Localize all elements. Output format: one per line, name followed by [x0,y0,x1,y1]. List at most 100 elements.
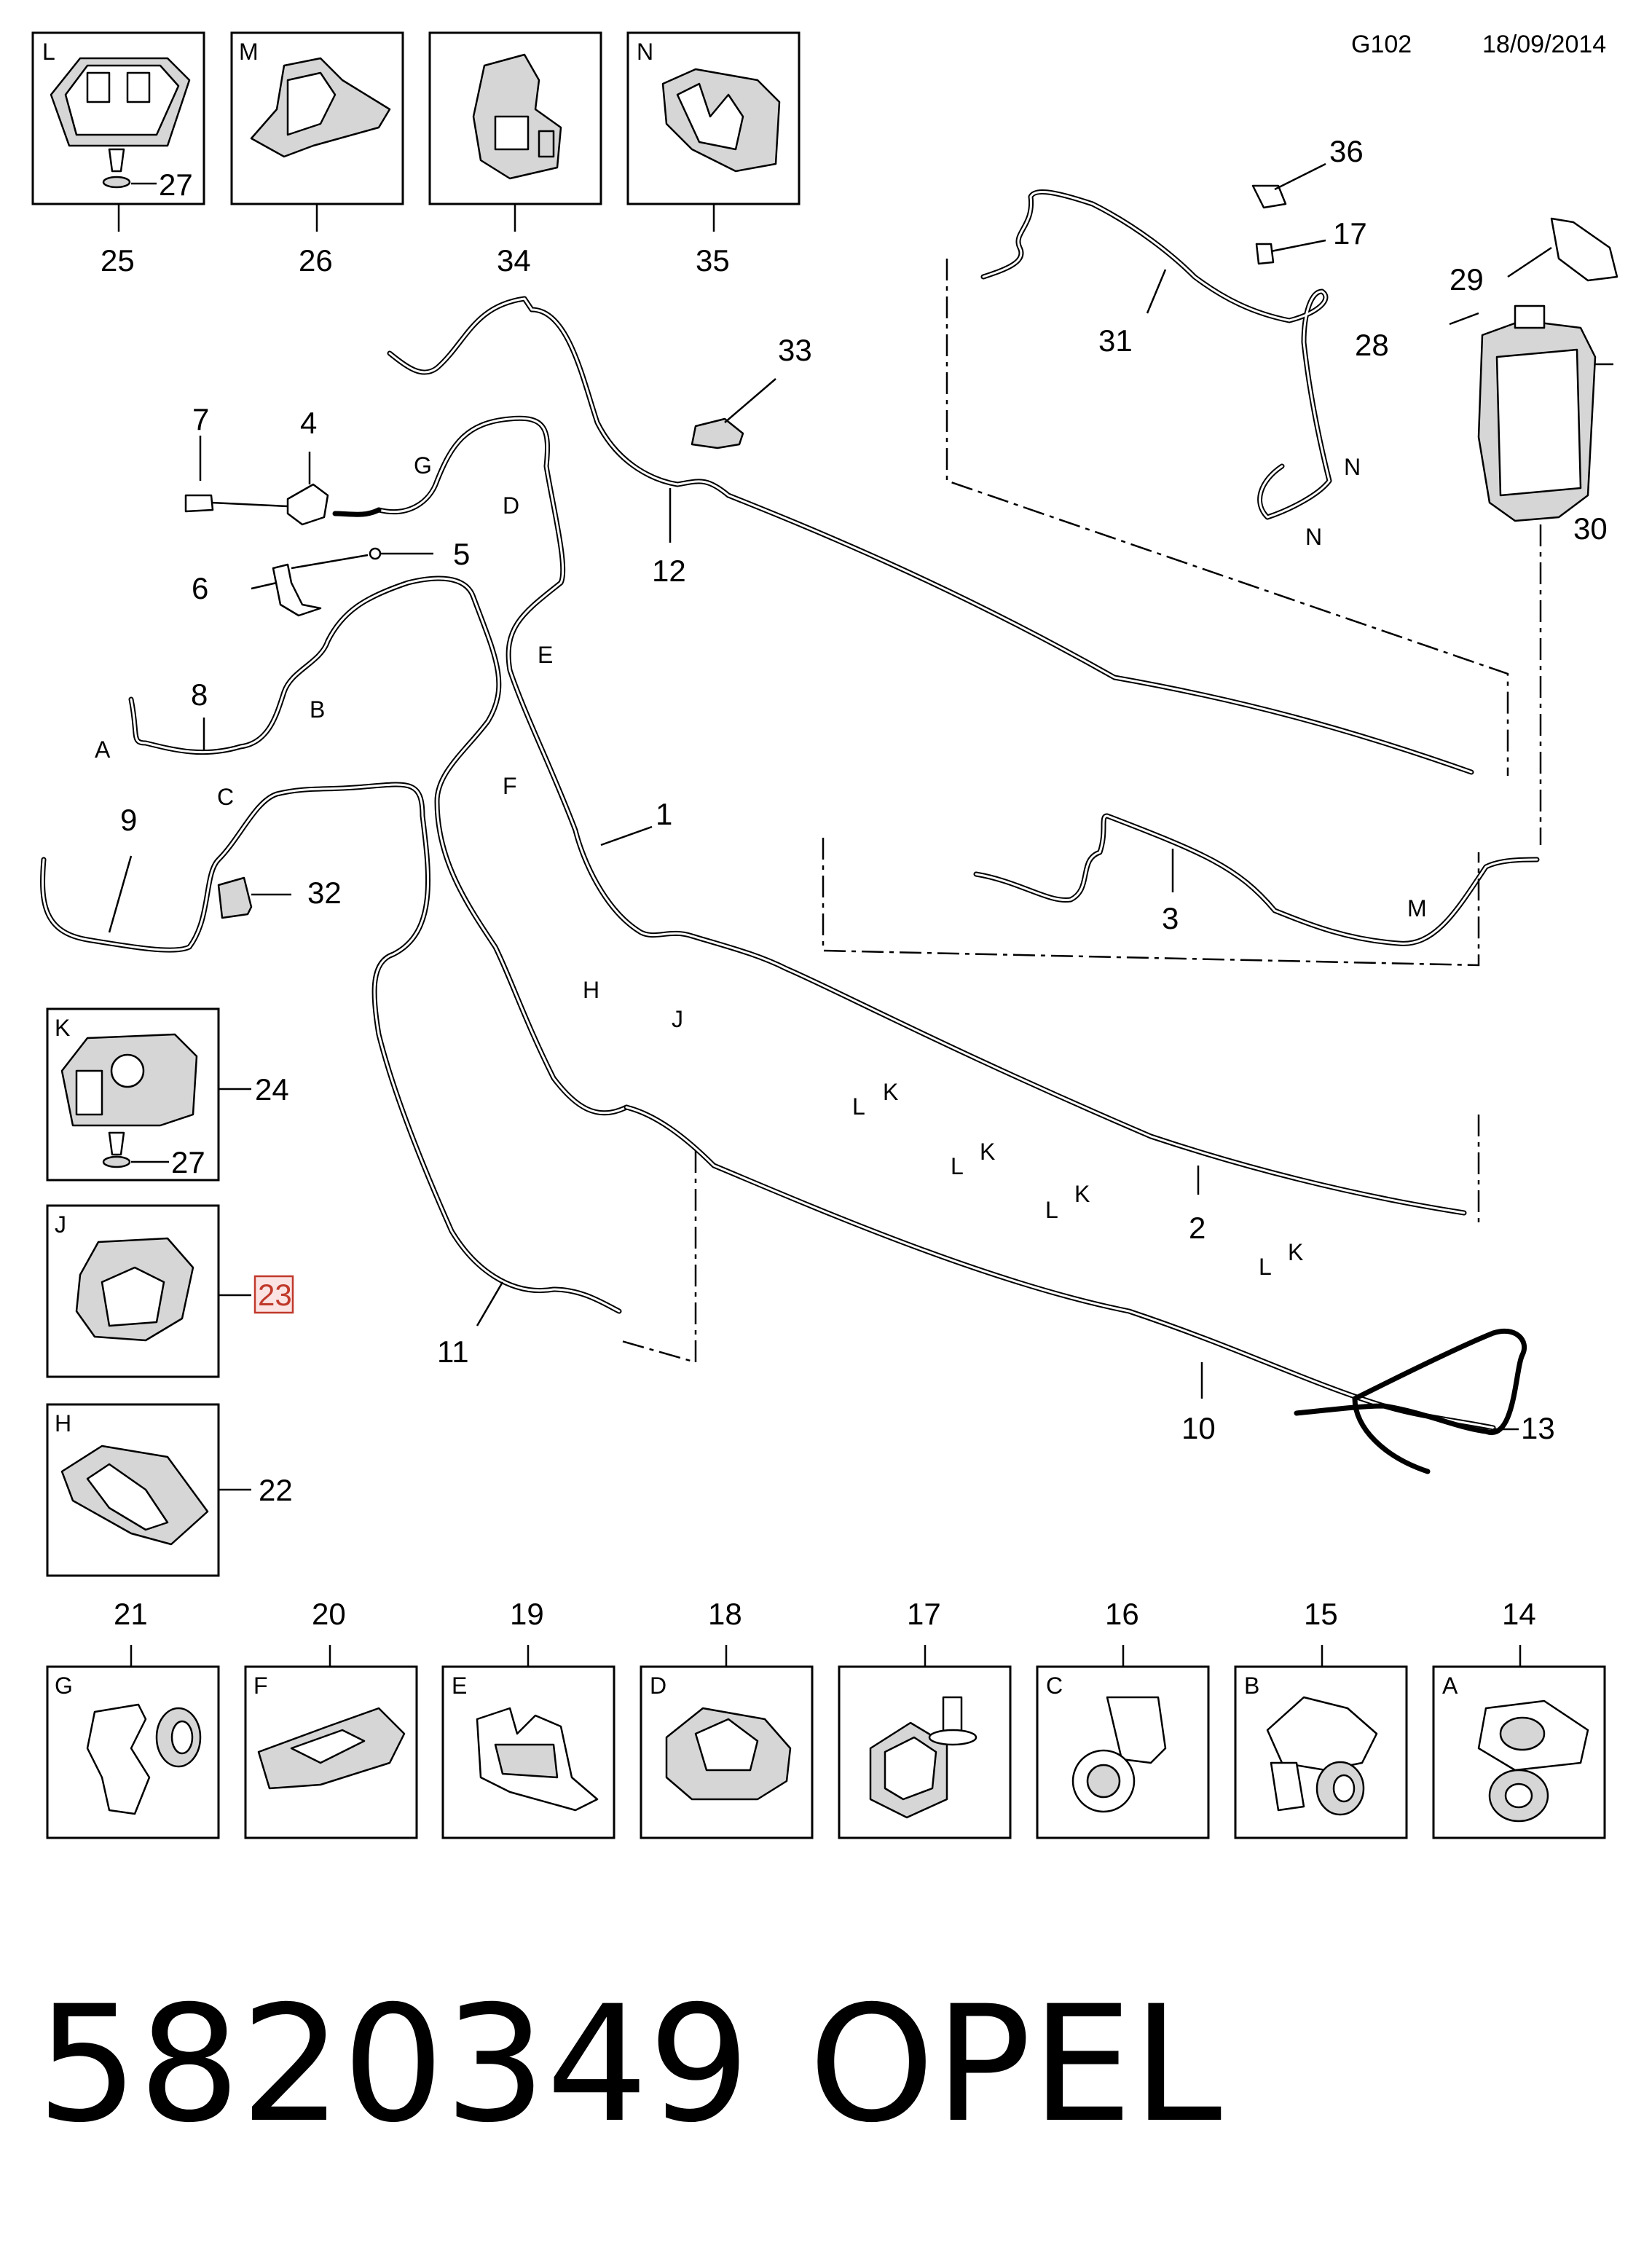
callout-20: 20 [312,1597,346,1631]
callout-32: 32 [307,876,342,910]
pipe-hose-g [332,507,382,517]
callout-11: 11 [437,1335,469,1369]
callout-3: 3 [1162,901,1179,935]
callout-29: 29 [1450,262,1484,296]
callout-14: 14 [1502,1597,1536,1631]
clip-letter-K: K [1074,1181,1090,1207]
inset-box-23: J [46,1204,220,1378]
callout-24: 24 [255,1072,289,1107]
inset-box-35: N [626,31,801,205]
inset-box-14: 14 A [1432,1597,1606,1839]
bracket-29 [1507,217,1618,282]
callout-19: 19 [510,1597,544,1631]
callout-23[interactable]: 23 [258,1278,292,1312]
inset-box-18: 18 D [640,1597,814,1839]
inset-box-34 [428,31,602,205]
inset-box-16: 16 C [1036,1597,1210,1839]
inset-box-20: 20 F [244,1597,418,1839]
inset-box-21: 21 G [46,1597,220,1839]
part-number: 5820349 [36,1971,750,2158]
callout-10: 10 [1181,1411,1216,1445]
callout-22: 22 [259,1473,293,1507]
clip-letter-M: M [1407,895,1427,921]
inset-box-17: 17 [838,1597,1012,1839]
inset-letter: K [55,1015,70,1041]
diagram-code: G102 [1351,31,1412,58]
pipe-9 [40,782,622,1314]
clip-letter-F: F [503,773,517,799]
callout-27: 27 [171,1145,205,1179]
callout-30: 30 [1573,511,1608,546]
canister-28 [1449,304,1613,522]
clip-letter-K: K [980,1139,995,1165]
clip-letter-H: H [583,977,599,1003]
callout-31: 31 [1098,323,1133,358]
callout-2: 2 [1189,1211,1205,1245]
vent-valve-4 [184,452,329,526]
pipe-31 [980,189,1332,520]
callout-16: 16 [1105,1597,1139,1631]
clip-letter-D: D [503,492,519,519]
callout-6: 6 [192,571,208,605]
pipe-12 [387,296,1474,775]
inset-box-25: L 27 [31,31,205,205]
pipe-8 [128,575,629,1116]
callout-9: 9 [120,803,137,837]
clip-letter-L: L [1259,1254,1272,1280]
callout-17: 17 [1333,216,1367,251]
clip-letter-K: K [1288,1239,1303,1265]
callout-1: 1 [656,797,672,831]
clip-letter-K: K [883,1079,898,1105]
callout-35: 35 [696,243,730,278]
pipe-10 [624,1104,1496,1431]
clip-letter-A: A [95,736,111,763]
inset-letter: B [1244,1673,1259,1699]
callout-25: 25 [101,243,135,278]
guide-line [822,838,1480,967]
clip-letter-N: N [1344,454,1361,480]
inset-box-19: 19 E [441,1597,615,1839]
inset-letter: G [55,1673,73,1699]
callout-26: 26 [299,243,333,278]
callout-5: 5 [453,537,470,571]
callout-7: 7 [192,402,209,436]
inset-letter: F [253,1673,268,1699]
guide-line [618,1151,697,1364]
callout-36: 36 [1329,134,1364,168]
callout-33: 33 [778,333,812,367]
screw-icon [108,148,125,173]
inset-letter: E [452,1673,467,1699]
callout-28: 28 [1355,328,1389,362]
clip-letter-N: N [1305,524,1322,550]
clip-letter-J: J [672,1006,683,1032]
callout-21: 21 [114,1597,148,1631]
clip-letter-C: C [217,784,234,810]
bracket-6 [251,547,433,617]
clip-letter-L: L [951,1153,964,1179]
inset-box-26: M [230,31,404,205]
inset-letter: N [637,39,653,65]
inset-letter: A [1442,1673,1458,1699]
clip-32 [217,876,291,919]
inset-box-15: 15 B [1234,1597,1408,1839]
highlight-box [253,1275,294,1314]
inset-letter: M [239,39,259,65]
pipe-3 [973,813,1540,946]
connector-36 [1251,162,1326,265]
pipe-1 [376,415,1467,1216]
inset-box-24: K 27 [46,1007,220,1182]
inset-letter: H [55,1410,71,1437]
clip-letter-L: L [852,1093,865,1120]
callout-13: 13 [1521,1411,1555,1445]
callout-27: 27 [159,168,193,202]
inset-letter: C [1046,1673,1063,1699]
callout-17: 17 [907,1597,941,1631]
callout-4: 4 [300,406,317,440]
clip-L-part [50,57,191,147]
inset-box-22: H [46,1403,220,1577]
callout-18: 18 [708,1597,742,1631]
callout-12: 12 [652,554,686,588]
clip-letter-E: E [538,642,553,668]
inset-letter: J [55,1211,66,1238]
